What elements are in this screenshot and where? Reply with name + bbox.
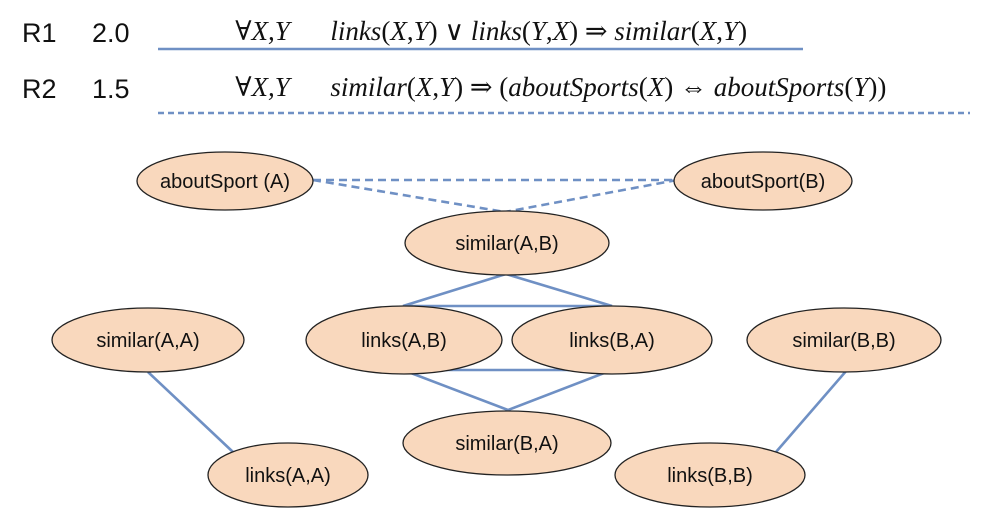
- rule-r2-token: ): [454, 72, 463, 102]
- edge-similar-aa-links-aa: [147, 371, 234, 453]
- rule-r1-token: ,: [716, 16, 723, 46]
- node-links-ba: links(B,A): [511, 305, 713, 375]
- rule-r2-token: ): [877, 72, 886, 102]
- edge-aboutsport-a-similar-ab: [312, 178, 506, 214]
- node-links-aa-shape: [207, 442, 369, 508]
- rule-r1-token: ⇒: [578, 16, 614, 46]
- rule-r2: R2 1.5 ∀X,Y similar(X,Y) ⇒ (aboutSports(…: [22, 72, 970, 115]
- rule-r1-token: links: [330, 16, 381, 46]
- node-similar-bb-label: similar(B,B): [792, 330, 895, 352]
- rule-r1-token: Y: [414, 16, 432, 46]
- rule-r1-token: ): [429, 16, 438, 46]
- rule-r2-token: ⇔: [673, 72, 714, 102]
- node-links-aa: links(A,A): [207, 442, 369, 508]
- node-similar-ba: similar(B,A): [402, 410, 612, 476]
- rule-r1-token: (: [522, 16, 531, 46]
- rule-r1: R1 2.0 ∀X,Y links(X,Y) ∨ links(Y,X) ⇒ si…: [22, 16, 803, 51]
- nodes: aboutSport (A) aboutSport(B) similar(A,B…: [51, 151, 942, 508]
- edge-links-ba-similar-ab: [505, 272, 613, 308]
- rule-r1-token: Y: [723, 16, 741, 46]
- node-links-ab-label: links(A,B): [361, 330, 447, 352]
- rule-r2-token: Y: [853, 72, 871, 102]
- node-similar-ba-label: similar(B,A): [455, 433, 558, 455]
- node-links-bb: links(B,B): [614, 442, 806, 508]
- node-links-aa-label: links(A,A): [245, 465, 331, 487]
- node-links-ab-shape: [305, 305, 503, 375]
- rule-r2-token: Y: [439, 72, 457, 102]
- rule-r2-token: ): [868, 72, 877, 102]
- rule-r2-token: (: [639, 72, 648, 102]
- node-similar-ba-shape: [402, 410, 612, 476]
- rule-r1-id: R1: [22, 18, 57, 48]
- rule-r2-token: X: [415, 72, 434, 102]
- rule-r1-token: ): [569, 16, 578, 46]
- rule-r1-formula: ∀X,Y links(X,Y) ∨ links(Y,X) ⇒ similar(X…: [188, 16, 747, 46]
- node-aboutsport-a-shape: [136, 151, 314, 211]
- node-similar-aa-label: similar(A,A): [96, 330, 199, 352]
- node-similar-aa: similar(A,A): [51, 307, 245, 373]
- node-links-bb-label: links(B,B): [667, 465, 753, 487]
- rule-r2-token: (: [499, 72, 508, 102]
- node-aboutsport-a-label: aboutSport (A): [160, 171, 290, 193]
- rule-r1-token: ): [738, 16, 747, 46]
- rule-r1-vars: X,Y: [251, 16, 297, 46]
- rule-r1-token: ,: [546, 16, 553, 46]
- rule-r2-token: ⇒: [463, 72, 499, 102]
- rule-r1-token: similar: [614, 16, 691, 46]
- rule-r1-token: X: [552, 16, 571, 46]
- forall-symbol: ∀: [235, 72, 252, 102]
- node-aboutsport-b-shape: [673, 151, 853, 211]
- rule-r2-token: aboutSports: [508, 72, 639, 102]
- rule-r1-token: ∨: [438, 16, 471, 46]
- node-links-ab: links(A,B): [305, 305, 503, 375]
- rule-r2-formula: ∀X,Y similar(X,Y) ⇒ (aboutSports(X) ⇔ ab…: [188, 72, 886, 102]
- rule-r1-token: (: [691, 16, 700, 46]
- rule-r1-token: X: [389, 16, 408, 46]
- rule-r2-token: (: [844, 72, 853, 102]
- edge-similar-bb-links-bb: [775, 369, 848, 453]
- node-aboutsport-a: aboutSport (A): [136, 151, 314, 211]
- rule-r2-weight: 1.5: [92, 74, 130, 104]
- edge-links-ab-similar-ba: [402, 368, 509, 412]
- rule-r2-token: (: [407, 72, 416, 102]
- forall-symbol: ∀: [235, 16, 252, 46]
- edge-links-ab-similar-ab: [402, 272, 507, 308]
- rule-r1-token: X: [699, 16, 718, 46]
- rule-r1-token: Y: [531, 16, 549, 46]
- rule-r2-id: R2: [22, 74, 57, 104]
- edges: [147, 178, 848, 453]
- rule-r2-token: aboutSports: [714, 72, 845, 102]
- node-aboutsport-b-label: aboutSport(B): [701, 171, 826, 193]
- rule-r1-weight: 2.0: [92, 18, 130, 48]
- rule-r2-token: ): [664, 72, 673, 102]
- rule-r2-token: ,: [432, 72, 439, 102]
- node-links-ba-shape: [511, 305, 713, 375]
- node-similar-bb-shape: [746, 307, 942, 373]
- rule-r2-token: similar: [330, 72, 407, 102]
- node-aboutsport-b: aboutSport(B): [673, 151, 853, 211]
- edge-aboutsport-b-similar-ab: [504, 178, 678, 214]
- node-similar-bb: similar(B,B): [746, 307, 942, 373]
- rule-r1-token: links: [471, 16, 522, 46]
- node-similar-ab-shape: [404, 210, 610, 276]
- edge-links-ba-similar-ba: [507, 368, 613, 412]
- node-similar-ab: similar(A,B): [404, 210, 610, 276]
- node-links-ba-label: links(B,A): [569, 330, 655, 352]
- node-links-bb-shape: [614, 442, 806, 508]
- node-similar-aa-shape: [51, 307, 245, 373]
- rule-r1-token: ,: [407, 16, 414, 46]
- node-similar-ab-label: similar(A,B): [455, 233, 558, 255]
- rule-r2-vars: X,Y: [251, 72, 297, 102]
- rule-r1-token: (: [381, 16, 390, 46]
- rule-r2-token: X: [647, 72, 666, 102]
